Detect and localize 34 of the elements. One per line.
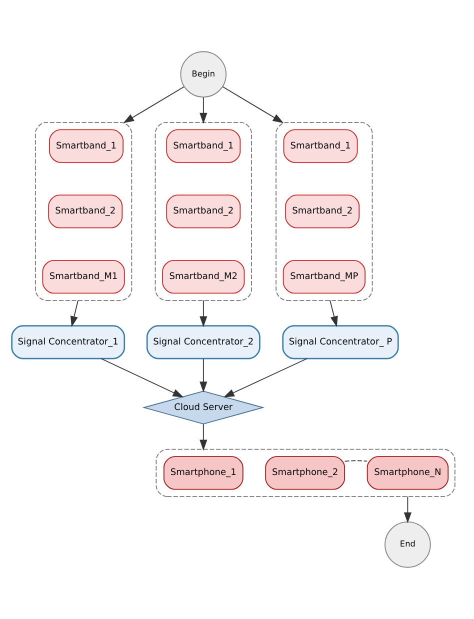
node-box: Smartphone_2 [265, 456, 346, 490]
node-box: Smartband_1 [283, 129, 358, 163]
connector [344, 460, 368, 462]
node-diamond: Cloud Server [142, 390, 265, 424]
node-box: Smartphone_1 [163, 456, 244, 490]
cluster [156, 448, 456, 497]
cluster [154, 122, 252, 301]
node-box: Smartband_1 [49, 129, 124, 163]
node-box: Smartband_2 [285, 194, 360, 228]
arrow [100, 358, 184, 398]
node-circle: End [384, 522, 431, 568]
node-box: Smartband_2 [166, 194, 241, 228]
cluster [276, 122, 373, 301]
node-box: Smartphone_N [366, 456, 449, 490]
arrow [200, 424, 208, 451]
node-box: Signal Concentrator_1 [11, 325, 126, 360]
arrow [70, 300, 78, 328]
node-box: Smartband_1 [166, 129, 241, 163]
node-box: Signal Concentrator_ P [282, 325, 399, 360]
node-box: Smartband_2 [48, 194, 123, 228]
node-box: Smartband_MP [282, 260, 366, 294]
arrow [200, 96, 208, 124]
arrow [404, 496, 412, 524]
arrow [223, 358, 308, 398]
arrow [330, 300, 338, 328]
arrow [200, 358, 208, 392]
node-box: Smartband_M2 [162, 260, 245, 294]
node-box: Signal Concentrator_2 [146, 325, 260, 360]
arrow [222, 86, 284, 124]
node-circle: Begin [180, 51, 227, 98]
cluster [34, 122, 132, 301]
arrow [200, 300, 208, 328]
arrow [123, 86, 185, 124]
node-box: Smartband_M1 [42, 260, 125, 294]
